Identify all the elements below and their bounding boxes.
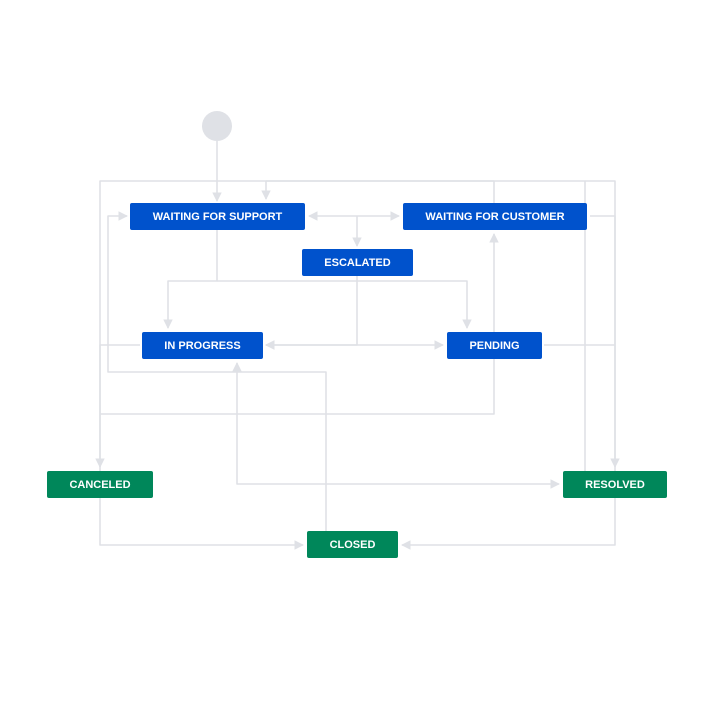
edge-outer-loop-right: [585, 180, 616, 471]
status-canceled[interactable]: CANCELED: [47, 471, 153, 498]
edge-escalated-to-inprogress: [265, 276, 358, 350]
edge-customer-to-resolved: [590, 215, 620, 468]
status-in-progress[interactable]: IN PROGRESS: [142, 332, 263, 359]
status-resolved[interactable]: RESOLVED: [563, 471, 667, 498]
edge-outer-loop: [99, 180, 586, 471]
start-node[interactable]: [202, 111, 232, 141]
edge-support-to-inprogress: [163, 230, 218, 329]
edge-inprogress-resolved: [232, 362, 560, 489]
status-closed[interactable]: CLOSED: [307, 531, 398, 558]
status-pending[interactable]: PENDING: [447, 332, 542, 359]
status-waiting-for-support[interactable]: WAITING FOR SUPPORT: [130, 203, 305, 230]
edge-canceled-to-closed: [99, 498, 304, 550]
status-waiting-for-customer[interactable]: WAITING FOR CUSTOMER: [403, 203, 587, 230]
edge-customer-to-support: [261, 180, 495, 203]
edge-pending-to-canceled: [100, 359, 495, 415]
edge-resolved-to-closed: [401, 498, 616, 550]
status-escalated[interactable]: ESCALATED: [302, 249, 413, 276]
edge-support-to-pending: [217, 280, 472, 329]
edge-inprogress-to-canceled: [95, 344, 140, 468]
